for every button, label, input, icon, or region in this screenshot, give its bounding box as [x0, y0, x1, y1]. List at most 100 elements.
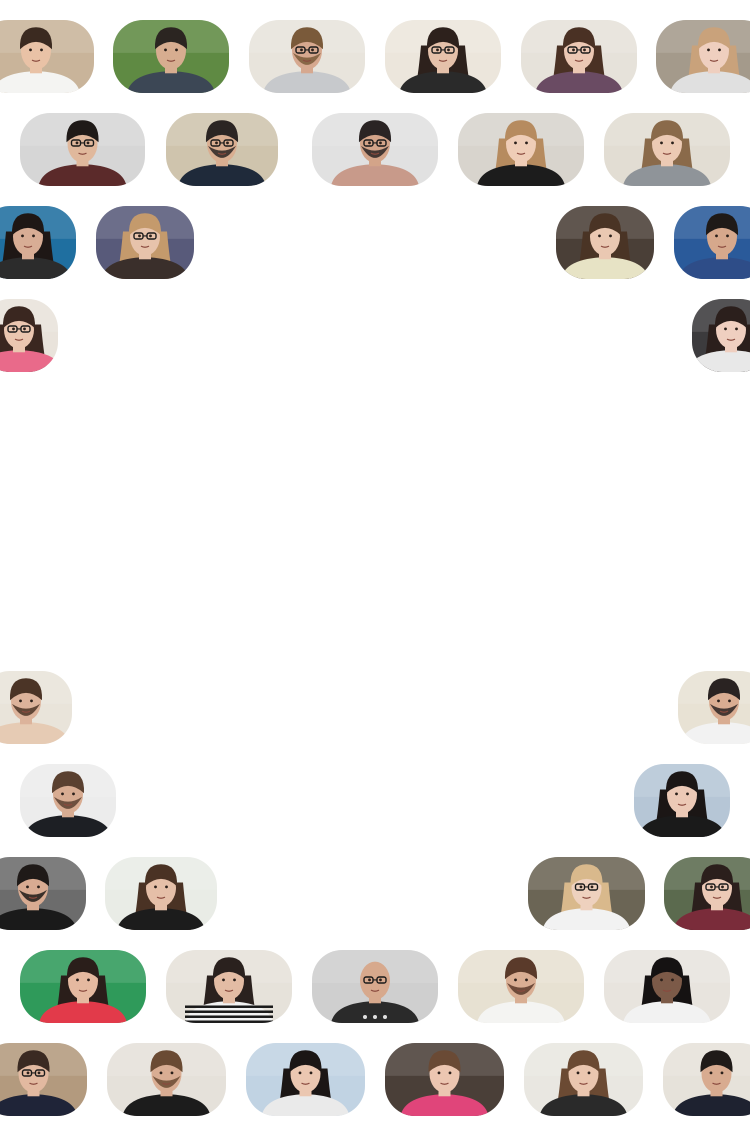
- beard: [361, 982, 389, 995]
- mouth: [516, 989, 526, 992]
- hair: [665, 771, 699, 794]
- eye: [21, 234, 24, 238]
- video-feed: [166, 950, 292, 1023]
- eye: [728, 699, 731, 703]
- hair: [428, 1050, 461, 1073]
- hair: [212, 957, 246, 980]
- participant-video-tile[interactable]: [20, 113, 145, 186]
- eye: [724, 327, 727, 331]
- eye: [707, 48, 710, 52]
- shirt: [0, 722, 70, 744]
- video-feed: [20, 764, 116, 837]
- video-feed: [0, 671, 72, 744]
- shirt: [477, 164, 565, 186]
- mouth: [662, 989, 672, 992]
- mouth: [600, 245, 610, 248]
- participant-video-tile[interactable]: [656, 20, 750, 93]
- hair: [2, 306, 36, 329]
- participant-video-tile[interactable]: [385, 1043, 504, 1116]
- participant-video-tile[interactable]: [0, 1043, 87, 1116]
- participant-video-tile[interactable]: [312, 113, 438, 186]
- participant-video-tile[interactable]: [113, 20, 229, 93]
- participant-video-tile[interactable]: [107, 1043, 226, 1116]
- eye: [215, 141, 218, 145]
- shirt: [0, 350, 58, 372]
- participant-video-tile[interactable]: [604, 113, 730, 186]
- participant-video-tile[interactable]: [0, 20, 94, 93]
- participant-video-tile[interactable]: [521, 20, 637, 93]
- eye: [309, 1071, 313, 1075]
- eye: [311, 48, 314, 52]
- participant-video-tile[interactable]: [634, 764, 730, 837]
- video-feed: [105, 857, 217, 930]
- participant-video-tile[interactable]: [249, 20, 365, 93]
- participant-video-tile[interactable]: [0, 857, 86, 930]
- participant-video-tile[interactable]: [664, 857, 750, 930]
- participant-video-tile[interactable]: [96, 206, 194, 279]
- shirt: [331, 1001, 419, 1023]
- shirt: [561, 257, 649, 279]
- participant-video-tile[interactable]: [20, 764, 116, 837]
- shirt: [122, 1094, 211, 1116]
- participant-video-tile[interactable]: [0, 671, 72, 744]
- participant-video-tile[interactable]: [458, 950, 584, 1023]
- page-indicator-dots: [363, 1015, 387, 1019]
- eye: [222, 978, 225, 982]
- participant-video-tile[interactable]: [663, 1043, 750, 1116]
- hair: [700, 1050, 733, 1073]
- participant-video-tile[interactable]: [166, 113, 278, 186]
- participant-video-tile[interactable]: [604, 950, 730, 1023]
- eye: [19, 699, 22, 703]
- participant-video-tile[interactable]: [105, 857, 217, 930]
- eye: [579, 885, 583, 889]
- eye: [675, 792, 678, 796]
- mouth: [224, 989, 234, 992]
- participant-video-tile[interactable]: [524, 1043, 643, 1116]
- eye: [298, 1071, 302, 1075]
- mouth: [166, 59, 176, 62]
- hair: [66, 120, 99, 143]
- mouth: [302, 59, 312, 62]
- beard: [710, 703, 738, 716]
- participant-video-tile[interactable]: [0, 299, 58, 372]
- participant-video-tile[interactable]: [312, 950, 438, 1023]
- participant-video-tile[interactable]: [556, 206, 654, 279]
- hair: [154, 27, 188, 50]
- mouth: [21, 710, 31, 713]
- video-feed: [246, 1043, 365, 1116]
- page-dot: [383, 1015, 387, 1019]
- mouth: [719, 710, 729, 713]
- shirt: [399, 71, 487, 93]
- eye: [87, 978, 90, 982]
- hair: [16, 864, 50, 887]
- eye: [75, 141, 79, 145]
- shirt: [38, 164, 127, 186]
- participant-video-tile[interactable]: [458, 113, 584, 186]
- participant-video-tile[interactable]: [528, 857, 645, 930]
- participant-video-tile[interactable]: [674, 206, 750, 279]
- participant-video-tile[interactable]: [246, 1043, 365, 1116]
- shirt: [477, 1001, 565, 1023]
- beard: [12, 703, 40, 716]
- beard: [293, 52, 321, 65]
- participant-video-tile[interactable]: [678, 671, 750, 744]
- participant-video-tile[interactable]: [166, 950, 292, 1023]
- eye: [26, 885, 29, 889]
- eye: [26, 1071, 30, 1075]
- shirt: [178, 164, 266, 186]
- eye: [710, 885, 713, 889]
- mouth: [301, 1082, 310, 1085]
- participant-video-tile[interactable]: [692, 299, 750, 372]
- eye: [598, 234, 601, 238]
- hair: [19, 27, 53, 50]
- eye: [30, 699, 33, 703]
- participant-video-tile[interactable]: [0, 206, 76, 279]
- hair: [17, 1050, 50, 1073]
- eye: [23, 327, 26, 331]
- participant-video-tile[interactable]: [385, 20, 501, 93]
- shirt: [127, 71, 215, 93]
- video-feed: [664, 857, 750, 930]
- eye: [721, 885, 724, 889]
- participant-video-tile[interactable]: [20, 950, 146, 1023]
- hair: [705, 213, 739, 236]
